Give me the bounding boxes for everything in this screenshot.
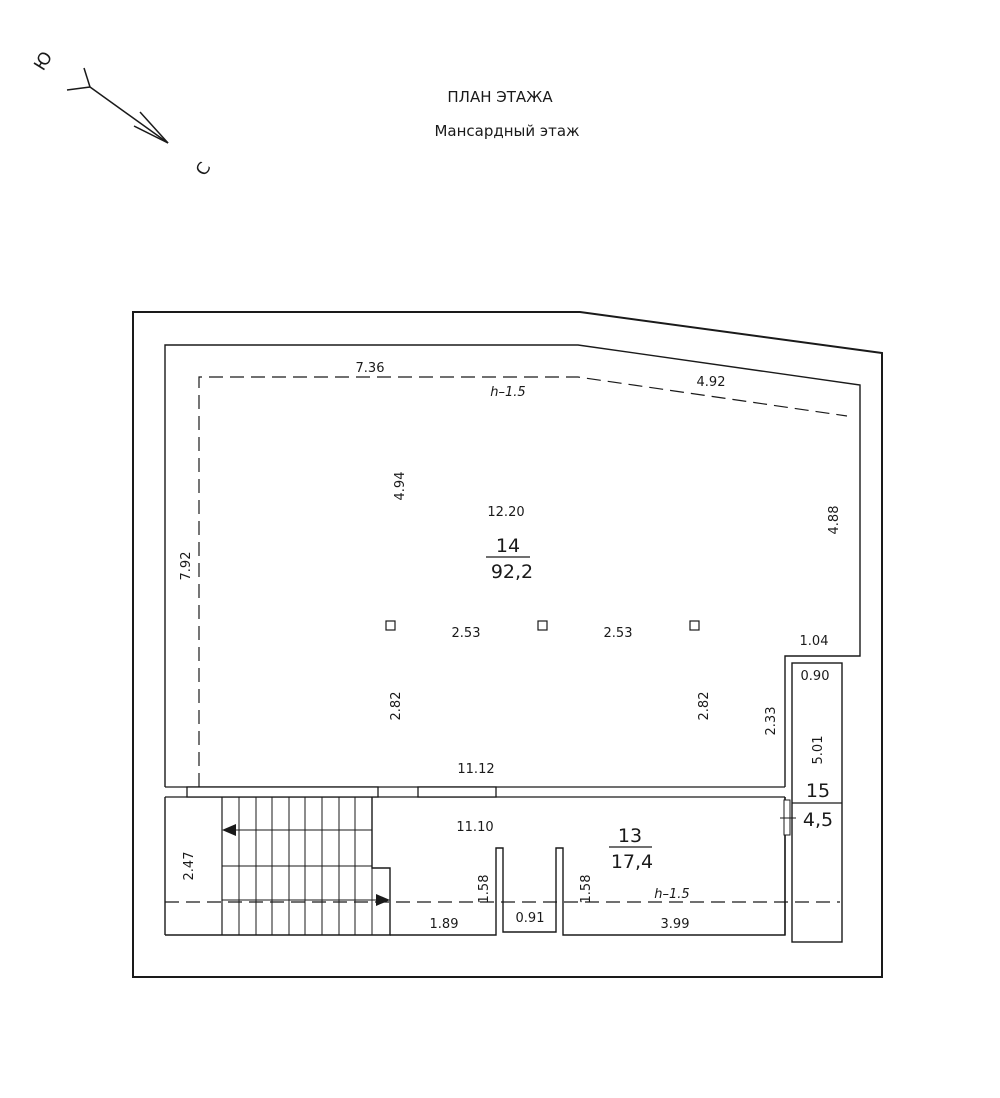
dim-span-right: 2.53 [604, 626, 633, 641]
room-15-number: 15 [806, 780, 830, 802]
column-left [385, 620, 396, 631]
compass-north-label: С [192, 159, 215, 180]
staircase [221, 797, 390, 935]
partition-wall [165, 786, 785, 798]
dim-niche-left: 1.58 [477, 875, 492, 904]
dim-small-room-height: 5.01 [811, 736, 826, 765]
stair-arrow-left-icon [222, 824, 236, 836]
dim-top-left: 7.36 [356, 361, 385, 376]
inner-wall-main [164, 344, 861, 787]
dim-seg-left: 1.89 [430, 917, 459, 932]
room-13-walls [164, 797, 786, 936]
room-13-area: 17,4 [611, 851, 653, 873]
dim-span-left: 2.53 [452, 626, 481, 641]
dim-left: 7.92 [179, 552, 194, 581]
stair-arrow-right-icon [376, 894, 390, 906]
column-middle [537, 620, 548, 631]
dim-small-room-top: 1.04 [800, 634, 829, 649]
ceiling-note-main: h–1.5 [490, 385, 525, 400]
room-15-area: 4,5 [803, 809, 833, 831]
dim-col-right-low: 2.82 [697, 692, 712, 721]
plan-subtitle: Мансардный этаж [434, 122, 579, 140]
dim-col-left-low: 2.82 [389, 692, 404, 721]
dim-small-room-inner: 0.90 [801, 669, 830, 684]
room-13-number: 13 [618, 825, 642, 847]
dim-partition-bottom: 11.10 [456, 820, 493, 835]
ceiling-line-main [198, 376, 848, 787]
compass-icon: Ю С [30, 48, 215, 179]
dim-niche-right: 1.58 [579, 875, 594, 904]
compass-south-label: Ю [30, 48, 57, 74]
dim-small-room-side: 2.33 [764, 707, 779, 736]
dim-stair-height: 2.47 [182, 852, 197, 881]
plan-title: ПЛАН ЭТАЖА [447, 88, 553, 106]
dim-right: 4.88 [827, 506, 842, 535]
dimension-labels: 7.36 4.92 12.20 2.53 2.53 1.04 0.90 11.1… [179, 361, 842, 932]
dim-seg-mid: 0.91 [516, 911, 545, 926]
outer-wall [132, 311, 883, 978]
dim-width-main: 12.20 [487, 505, 524, 520]
column-right [689, 620, 700, 631]
dim-inner-left-col: 4.94 [393, 472, 408, 501]
dim-top-right: 4.92 [697, 375, 726, 390]
dim-partition-top: 11.12 [457, 762, 494, 777]
room-14-number: 14 [496, 535, 520, 557]
dim-seg-right: 3.99 [661, 917, 690, 932]
room-14-area: 92,2 [491, 561, 533, 583]
ceiling-note-room-13: h–1.5 [654, 887, 689, 902]
